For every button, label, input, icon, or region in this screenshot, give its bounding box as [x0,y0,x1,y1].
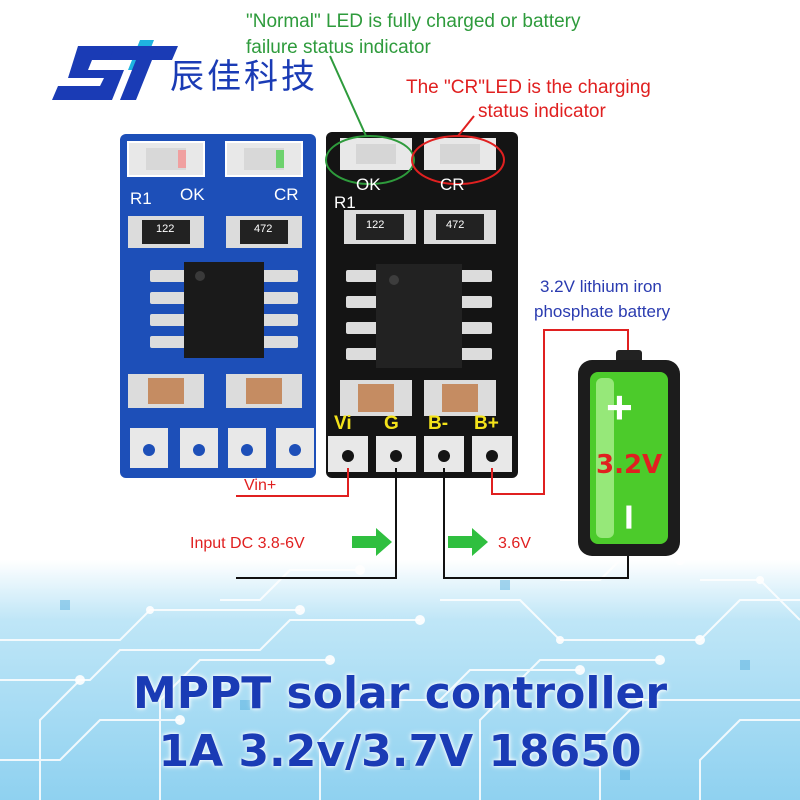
battery-plus-icon: + [606,381,633,433]
pin-bminus-label: B- [428,413,449,434]
headline-line2: 1A 3.2v/3.7V 18650 [158,726,642,777]
front-ok-label: OK [180,185,205,204]
front-resistor-2: 472 [254,223,273,235]
back-ok-label: OK [356,175,381,194]
back-ref-label: R1 [334,193,356,212]
battery-note-line2: phosphate battery [534,302,671,321]
back-cr-label: CR [440,175,465,194]
ok-led-note-line1: "Normal" LED is fully charged or battery [246,11,581,32]
ok-led-note-line2: failure status indicator [246,37,431,58]
back-resistor-2: 472 [446,219,465,231]
pin-bplus-label: B+ [474,413,499,434]
front-resistor-1: 122 [156,223,175,235]
battery-note-line1: 3.2V lithium iron [540,277,662,296]
vin-label: Vin+ [244,477,277,494]
pin-g-label: G [384,413,399,434]
output-voltage-label: 3.6V [498,535,531,552]
front-cr-label: CR [274,185,299,204]
cr-led-note-line1: The "CR"LED is the charging [406,77,651,98]
input-dc-label: Input DC 3.8-6V [190,535,305,552]
pcb-black-board [326,132,518,478]
pin-vi-label: Vi [334,413,352,434]
back-resistor-1: 122 [366,219,385,231]
headline-line1: MPPT solar controller [132,668,668,719]
cr-led-note-line2: status indicator [478,101,606,122]
brand-name: 辰佳科技 [170,57,318,97]
battery-icon [578,350,680,556]
battery-minus-icon: − [603,503,656,531]
battery-voltage: 3.2V [596,450,663,480]
front-ref-label: R1 [130,189,152,208]
pcb-blue-board [120,134,316,478]
